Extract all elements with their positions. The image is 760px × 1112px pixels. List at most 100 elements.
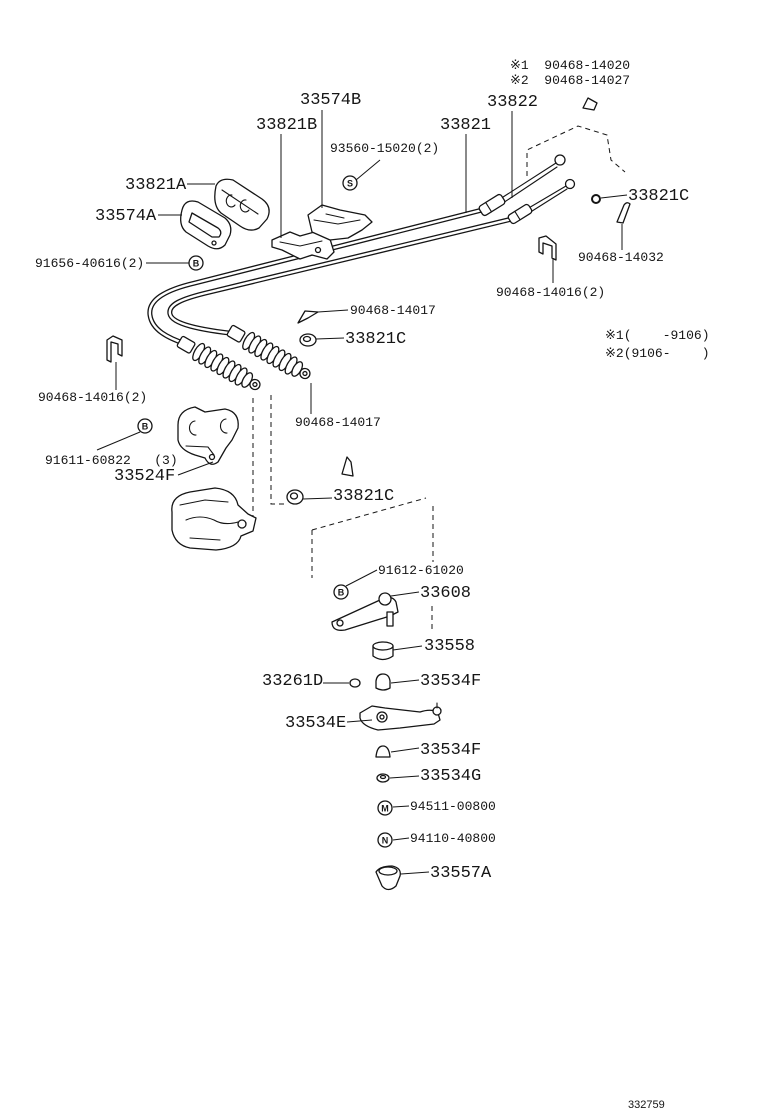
cable-eye-hole bbox=[252, 381, 258, 388]
part-label-90468-14016-right: 90468-14016(2) bbox=[496, 285, 605, 300]
lever-stud bbox=[386, 611, 394, 627]
housing-body bbox=[478, 193, 506, 217]
bushing-33558 bbox=[372, 641, 394, 661]
part-label-91612-61020: 91612-61020 bbox=[378, 563, 464, 578]
reference-notes: ※1 90468-14020 ※2 90468-14027 ※1( -9106)… bbox=[510, 58, 710, 361]
bushing-body bbox=[375, 745, 391, 758]
marker-letter-b-middle: B bbox=[142, 422, 149, 432]
dashed-guide-diagonal bbox=[311, 497, 427, 531]
part-label-33534g: 33534G bbox=[420, 767, 481, 786]
select-cable-outer-core bbox=[168, 217, 514, 336]
marker-circle-m bbox=[377, 800, 393, 816]
housing-outline bbox=[171, 487, 257, 551]
cable-rod bbox=[528, 188, 568, 214]
clip-90468-14032 bbox=[616, 202, 631, 224]
part-label-90468-14016-left: 90468-14016(2) bbox=[38, 390, 147, 405]
housing-seam bbox=[514, 210, 521, 221]
lever-33608 bbox=[331, 592, 399, 631]
part-label-33821a: 33821A bbox=[125, 176, 187, 195]
clip-90468-14017-lower bbox=[341, 456, 354, 477]
part-label-91611-60822: 91611-60822 (3) bbox=[45, 453, 178, 468]
part-label-33821c-top: 33821C bbox=[628, 187, 689, 206]
transmission-housing bbox=[171, 487, 257, 551]
bracket-hole bbox=[211, 240, 217, 246]
leader-line bbox=[392, 645, 423, 651]
boot-fitting bbox=[176, 335, 196, 354]
lever-body bbox=[359, 705, 441, 731]
figure-number: 332759 bbox=[628, 1099, 665, 1111]
bushing-body bbox=[375, 673, 391, 691]
bracket-33574a bbox=[180, 200, 232, 250]
note-range-2: ※2(9106- ) bbox=[605, 346, 710, 361]
part-label-33822: 33822 bbox=[487, 93, 538, 112]
part-label-33574a: 33574A bbox=[95, 207, 157, 226]
part-label-33574b: 33574B bbox=[300, 91, 361, 110]
pin-33261d bbox=[349, 678, 361, 688]
cable-boot-shift bbox=[176, 335, 261, 391]
leader-line bbox=[317, 309, 349, 313]
clip-body bbox=[307, 204, 373, 241]
washer-33821c-top bbox=[591, 194, 601, 204]
note-ref-2: ※2 90468-14027 bbox=[510, 73, 630, 88]
leader-lines bbox=[96, 110, 628, 875]
marker-circle-n bbox=[377, 832, 393, 848]
leader-line bbox=[302, 497, 333, 500]
dashed-guide-cable-to-housing bbox=[241, 398, 254, 524]
bushing-33534f-upper bbox=[375, 673, 391, 691]
leader-line bbox=[389, 775, 420, 779]
part-label-90468-14032: 90468-14032 bbox=[578, 250, 664, 265]
dashed-guide-top-right bbox=[526, 125, 626, 176]
marker-letter-b-upper: B bbox=[193, 259, 200, 269]
bracket-edge bbox=[185, 445, 215, 456]
shift-cable-assembly bbox=[147, 154, 576, 391]
bracket-hole bbox=[314, 246, 322, 254]
housing-boss bbox=[237, 519, 247, 529]
marker-circle-b-lower bbox=[333, 584, 349, 600]
part-label-33534f-lower: 33534F bbox=[420, 741, 481, 760]
bracket-edge bbox=[221, 189, 259, 215]
clip-fold bbox=[325, 213, 345, 219]
part-label-33558: 33558 bbox=[424, 637, 475, 656]
cable-ball-end bbox=[564, 178, 576, 190]
leader-line bbox=[400, 871, 430, 875]
bracket-plate bbox=[214, 178, 270, 231]
part-label-33524f: 33524F bbox=[114, 467, 175, 486]
part-label-33557a: 33557A bbox=[430, 864, 492, 883]
part-label-33534e: 33534E bbox=[285, 714, 346, 733]
lever-ball-stud bbox=[378, 592, 392, 606]
part-label-33534f-upper: 33534F bbox=[420, 672, 481, 691]
cable-end-housing-33822 bbox=[507, 203, 533, 225]
leader-line bbox=[600, 194, 628, 199]
lever-33534e bbox=[359, 702, 442, 731]
cable-end-housing-33821 bbox=[478, 193, 506, 217]
bracket-33821b bbox=[271, 230, 335, 260]
dashed-guide-lines bbox=[241, 125, 626, 632]
washers-33821c bbox=[286, 194, 601, 505]
part-label-90468-14017-lower: 90468-14017 bbox=[295, 415, 381, 430]
pin-body bbox=[349, 678, 361, 688]
bracket-plate bbox=[177, 406, 239, 465]
part-number-labels: 33574B 33822 33821B 33821 93560-15020(2)… bbox=[35, 91, 689, 883]
leader-line bbox=[346, 719, 373, 723]
bracket-33821a bbox=[214, 178, 270, 231]
part-label-33821: 33821 bbox=[440, 116, 491, 135]
clip-90468-14016-right bbox=[538, 235, 557, 261]
boot-fitting bbox=[226, 324, 246, 343]
marker-letter-s: S bbox=[347, 179, 353, 189]
bracket-fold bbox=[279, 240, 323, 247]
clip-33574b bbox=[307, 204, 373, 241]
shift-cable-outer-core bbox=[148, 207, 488, 346]
fastener-markers: S B B B M N bbox=[137, 175, 393, 848]
leader-line bbox=[355, 159, 381, 181]
marker-letter-m: M bbox=[381, 804, 389, 814]
part-label-33821c-lower: 33821C bbox=[333, 487, 394, 506]
clip-90468-14017-upper bbox=[297, 310, 319, 324]
washer-hole bbox=[379, 774, 387, 780]
part-label-91656-40616: 91656-40616(2) bbox=[35, 256, 144, 271]
marker-circle-s bbox=[342, 175, 358, 191]
leader-line bbox=[177, 461, 214, 476]
leader-line bbox=[390, 747, 420, 753]
marker-letter-b-lower: B bbox=[338, 588, 345, 598]
lever-hole bbox=[336, 619, 344, 627]
